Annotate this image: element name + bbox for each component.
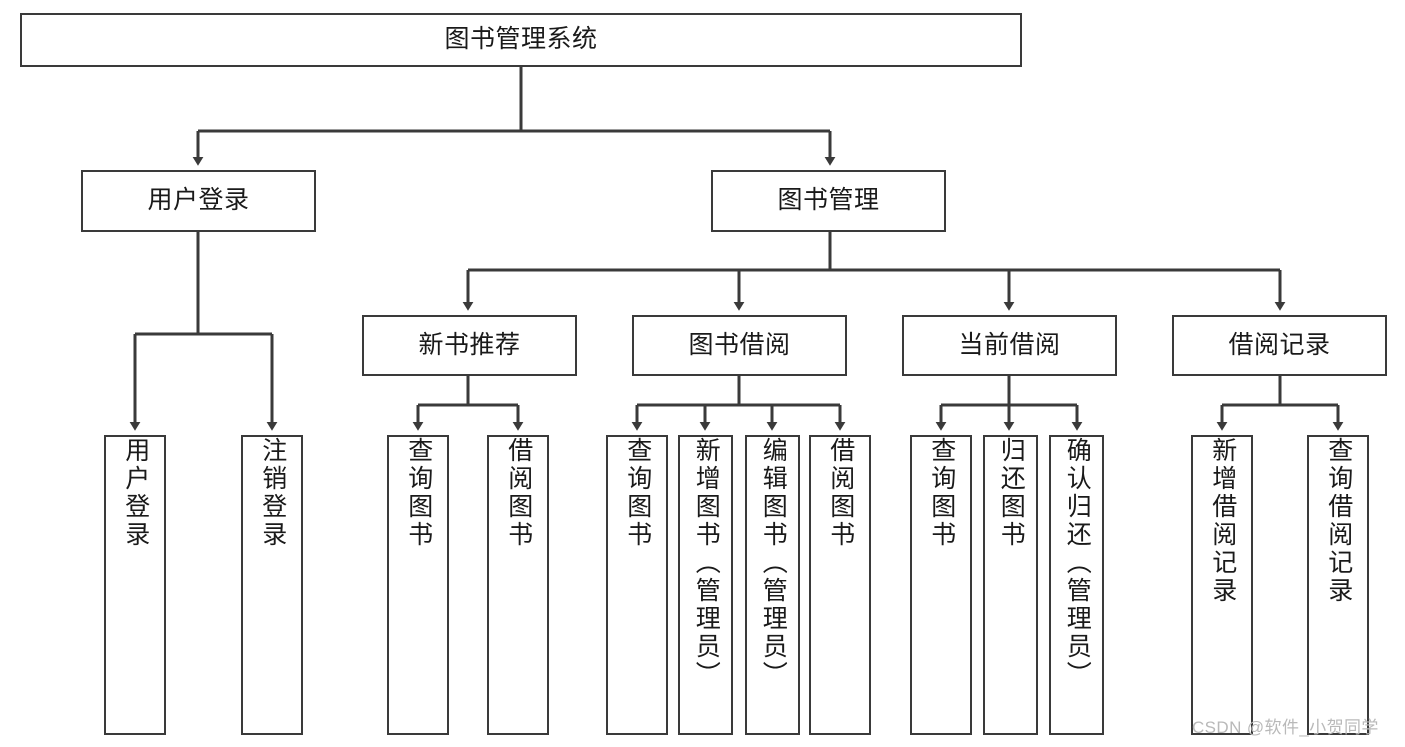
- leaf-user-login-sign-in[interactable]: 用户登录: [104, 435, 166, 735]
- leaf-borrow-record-add-record[interactable]: 新增借阅记录: [1191, 435, 1253, 735]
- node-label: 注销登录: [258, 437, 287, 549]
- node-label: 新书推荐: [418, 330, 521, 359]
- leaf-current-borrow-return-book[interactable]: 归还图书: [983, 435, 1038, 735]
- node-label: 查询图书: [927, 437, 956, 549]
- leaf-book-borrow-add-book-admin[interactable]: 新增图书（管理员）: [678, 435, 733, 735]
- node-borrow-record[interactable]: 借阅记录: [1172, 315, 1387, 376]
- node-label: 借阅图书: [504, 437, 533, 549]
- node-label: 查询图书: [623, 437, 652, 549]
- node-book-management[interactable]: 图书管理: [711, 170, 946, 232]
- node-label: 编辑图书（管理员）: [759, 437, 788, 689]
- node-label: 用户登录: [121, 437, 150, 549]
- node-book-borrow[interactable]: 图书借阅: [632, 315, 847, 376]
- node-new-book-recommend[interactable]: 新书推荐: [362, 315, 577, 376]
- leaf-book-borrow-query-book[interactable]: 查询图书: [606, 435, 668, 735]
- node-label: 用户登录: [147, 186, 250, 215]
- node-label: 归还图书: [997, 437, 1026, 549]
- node-label: 新增图书（管理员）: [692, 437, 721, 689]
- leaf-borrow-record-query-record[interactable]: 查询借阅记录: [1307, 435, 1369, 735]
- leaf-book-borrow-borrow-book[interactable]: 借阅图书: [809, 435, 871, 735]
- node-label: 图书管理系统: [444, 25, 598, 54]
- node-current-borrow[interactable]: 当前借阅: [902, 315, 1117, 376]
- node-label: 新增借阅记录: [1208, 437, 1237, 605]
- leaf-current-borrow-query-book[interactable]: 查询图书: [910, 435, 972, 735]
- leaf-user-login-sign-out[interactable]: 注销登录: [241, 435, 303, 735]
- node-label: 图书管理: [777, 186, 880, 215]
- node-label: 借阅图书: [826, 437, 855, 549]
- node-user-login[interactable]: 用户登录: [81, 170, 316, 232]
- node-label: 查询图书: [404, 437, 433, 549]
- node-label: 当前借阅: [958, 330, 1061, 359]
- node-label: 查询借阅记录: [1324, 437, 1353, 605]
- leaf-book-borrow-edit-book-admin[interactable]: 编辑图书（管理员）: [745, 435, 800, 735]
- node-label: 借阅记录: [1228, 330, 1331, 359]
- node-label: 图书借阅: [688, 330, 791, 359]
- leaf-new-book-query-book[interactable]: 查询图书: [387, 435, 449, 735]
- node-root-book-management-system[interactable]: 图书管理系统: [20, 13, 1022, 67]
- leaf-current-borrow-confirm-return-admin[interactable]: 确认归还（管理员）: [1049, 435, 1104, 735]
- leaf-new-book-borrow-book[interactable]: 借阅图书: [487, 435, 549, 735]
- node-label: 确认归还（管理员）: [1063, 437, 1092, 689]
- csdn-watermark: CSDN @软件_小贺同学: [1192, 718, 1379, 737]
